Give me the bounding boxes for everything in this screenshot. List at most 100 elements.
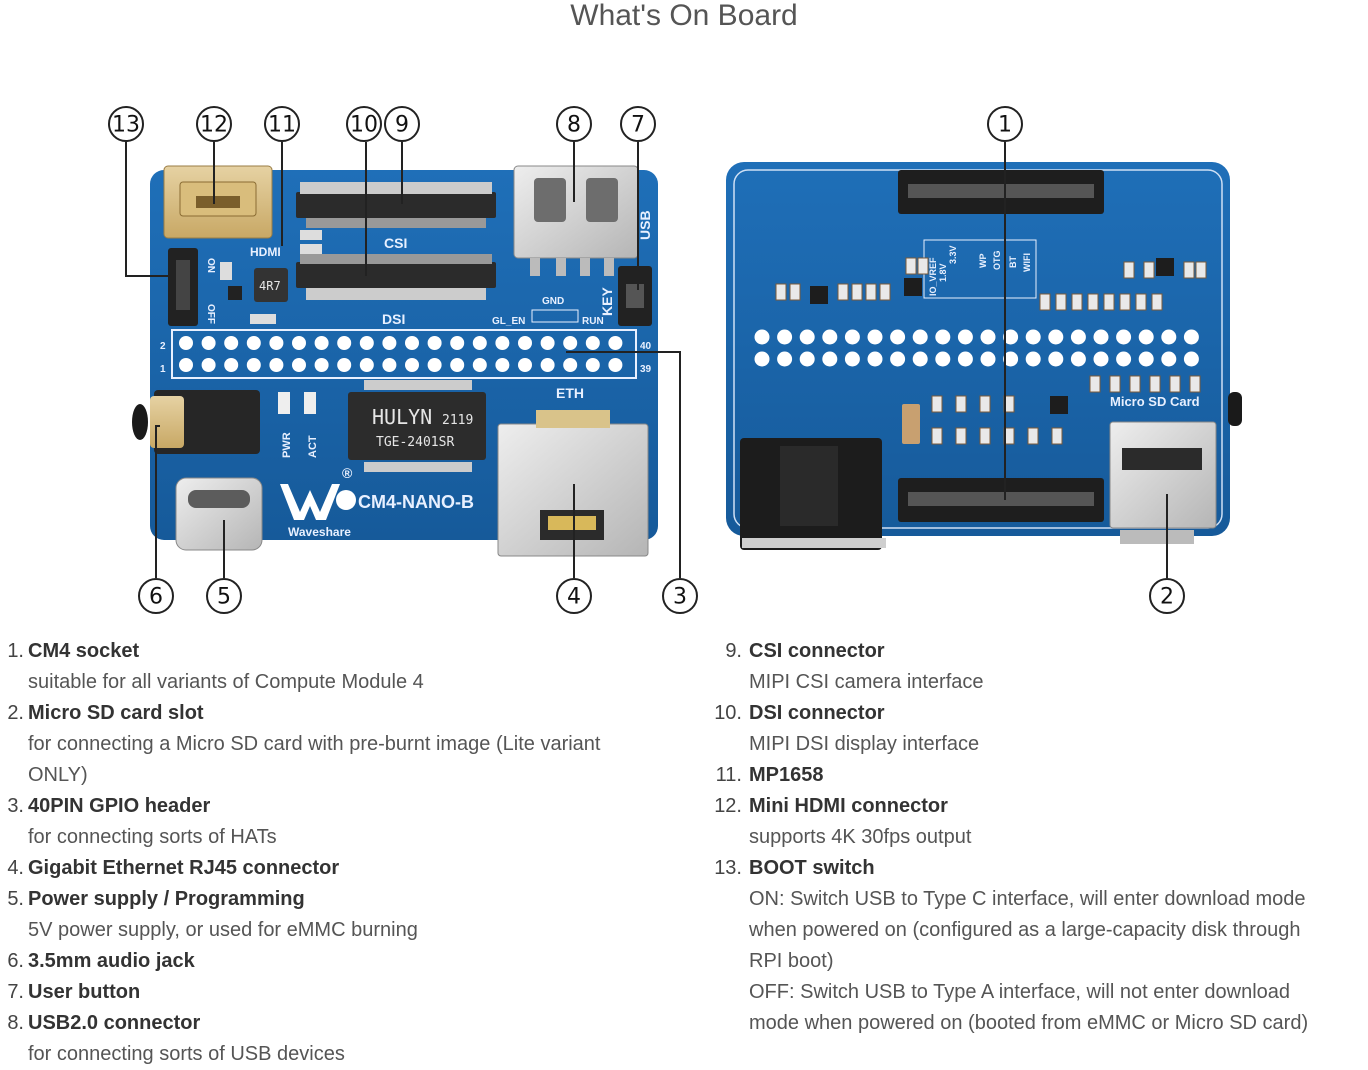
gpio-pin — [608, 336, 623, 350]
micro-sd-label: Micro SD Card — [1110, 394, 1200, 409]
gpio-hole — [1093, 329, 1109, 345]
micro-sd-slot — [1109, 421, 1217, 544]
feature-number: 13. — [714, 857, 742, 879]
gpio-pin — [608, 358, 623, 372]
gpio-pin — [337, 336, 352, 350]
usb-a-connector — [513, 165, 639, 276]
callout-6-num: 6 — [149, 585, 163, 610]
gpio-pins — [179, 336, 623, 372]
feature-number: 4. — [7, 857, 24, 879]
gpio-hole — [799, 329, 815, 345]
feature-title: Micro SD card slot — [28, 702, 204, 724]
smd-component — [955, 395, 967, 413]
pin1-label: 1 — [160, 364, 166, 375]
feature-item: 6.3.5mm audio jack — [4, 946, 684, 977]
callout-10: 10 — [346, 106, 382, 142]
ic-chip — [1156, 258, 1174, 276]
gpio-pin — [563, 336, 578, 350]
gpio-pin — [179, 336, 193, 350]
callout-7: 7 — [620, 106, 656, 142]
gpio-hole — [1116, 329, 1132, 345]
gpio-pin — [540, 336, 555, 350]
smd-component — [1129, 375, 1141, 393]
gpio-hole — [1138, 329, 1154, 345]
gpio-pin — [585, 358, 600, 372]
usb-label: USB — [637, 210, 653, 240]
gpio-pin — [382, 336, 397, 350]
feature-title: User button — [28, 981, 141, 1003]
feature-number: 9. — [725, 640, 742, 662]
feature-number: 7. — [7, 981, 24, 1003]
gpio-hole — [890, 351, 906, 367]
dsi-label: DSI — [382, 311, 405, 327]
waveshare-logo — [280, 484, 356, 520]
bt-label: BT — [1008, 256, 1018, 268]
smd-component — [837, 283, 849, 301]
callout-3: 3 — [662, 578, 698, 614]
gpio-pin — [427, 358, 442, 372]
gpio-pin — [201, 358, 216, 372]
ic-chip — [1050, 396, 1068, 414]
callout-1-num: 1 — [998, 113, 1012, 138]
feature-description: when powered on (configured as a large-c… — [749, 919, 1301, 941]
gpio-pin — [201, 336, 216, 350]
gpio-hole — [912, 351, 928, 367]
feature-title: DSI connector — [749, 702, 885, 724]
smd-component — [1143, 261, 1155, 279]
run-label: RUN — [582, 316, 604, 327]
gpio-hole — [844, 351, 860, 367]
callout-13: 13 — [108, 106, 144, 142]
smd-component — [1087, 293, 1099, 311]
feature-title: Mini HDMI connector — [749, 795, 948, 817]
gpio-hole — [1025, 351, 1041, 367]
smd-component — [1089, 375, 1101, 393]
pwr-label: PWR — [281, 432, 293, 458]
gpio-hole — [1070, 329, 1086, 345]
page-title: What's On Board — [570, 0, 798, 32]
board-front: CSI DSI HDMI 4R7 ON OFF — [132, 165, 658, 557]
gpio-hole — [1070, 351, 1086, 367]
smd-component — [789, 283, 801, 301]
act-led — [304, 392, 316, 414]
pin39-label: 39 — [640, 364, 652, 375]
callout-12-num: 12 — [200, 113, 228, 138]
callout-8: 8 — [556, 106, 592, 142]
smd-component — [931, 427, 943, 445]
gpio-pin — [495, 336, 510, 350]
gpio-hole — [822, 351, 838, 367]
feature-title: Power supply / Programming — [28, 888, 305, 910]
gpio-hole — [1161, 329, 1177, 345]
audio-jack — [132, 390, 260, 454]
callout-12: 12 — [196, 106, 232, 142]
wp-label: WP — [978, 254, 988, 269]
gpio-pin — [405, 336, 419, 350]
dsi-connector — [296, 254, 496, 300]
chip-part: TGE-2401SR — [376, 435, 454, 450]
gpio-hole — [1048, 351, 1064, 367]
gpio-pin — [246, 336, 261, 350]
feature-number: 12. — [714, 795, 742, 817]
inductor-label: 4R7 — [259, 279, 281, 293]
gpio-hole — [867, 351, 883, 367]
feature-description: for connecting sorts of HATs — [28, 826, 277, 848]
gpio-pin — [314, 358, 329, 372]
smd-component — [1183, 261, 1195, 279]
callout-3-num: 3 — [673, 585, 687, 610]
gpio-hole — [935, 329, 951, 345]
smd-component — [865, 283, 877, 301]
smd-component — [931, 395, 943, 413]
ic-chip — [810, 286, 828, 304]
gpio-hole — [890, 329, 906, 345]
callout-4: 4 — [556, 578, 592, 614]
feature-number: 10. — [714, 702, 742, 724]
smd-component — [851, 283, 863, 301]
feature-description: mode when powered on (booted from eMMC o… — [749, 1012, 1309, 1034]
gpio-pin — [540, 358, 555, 372]
feature-description: for connecting sorts of USB devices — [28, 1043, 345, 1065]
smd-component — [1055, 293, 1067, 311]
brand-label: Waveshare — [288, 525, 351, 539]
